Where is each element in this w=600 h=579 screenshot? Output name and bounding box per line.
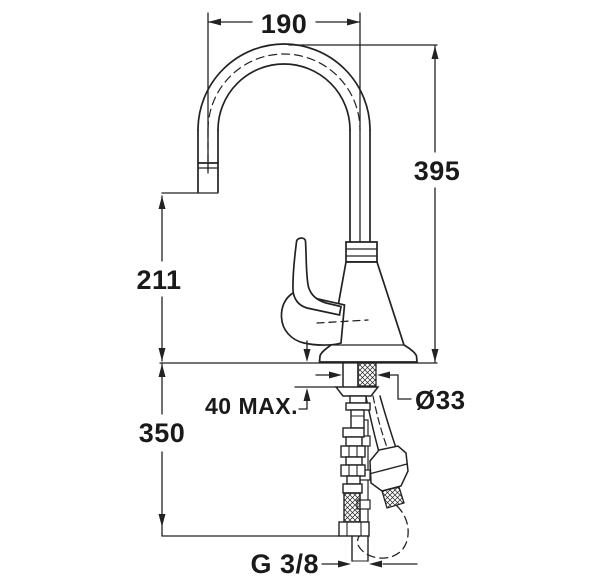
dimension-211 xyxy=(158,192,219,362)
mounting-flange xyxy=(334,386,380,397)
pullout-hose xyxy=(365,395,397,453)
arrowhead-left xyxy=(377,371,390,379)
dimension-40max xyxy=(294,340,337,410)
dimension-hole-diameter xyxy=(315,371,412,400)
spout-arch xyxy=(197,43,371,131)
riser-tube xyxy=(349,129,371,243)
label-max-deck-thickness: 40 MAX. xyxy=(205,393,298,419)
arrowhead-down xyxy=(158,348,166,361)
arrowhead-left xyxy=(369,560,382,568)
arrowhead-right xyxy=(329,371,342,379)
arrowhead-up xyxy=(303,388,311,401)
faucet-outline xyxy=(197,43,418,363)
arrowhead-up xyxy=(431,46,439,59)
hose-loop-dashed xyxy=(356,505,409,559)
label-outlet-height: 211 xyxy=(136,265,181,295)
arrowhead-up xyxy=(158,364,166,377)
dimension-annotations xyxy=(158,12,439,568)
arrowhead-left xyxy=(208,18,221,26)
riser-collar xyxy=(345,241,378,263)
connection-nut xyxy=(338,521,370,537)
arrowhead-down xyxy=(303,349,311,362)
label-supply-thread: G 3/8 xyxy=(250,549,319,579)
label-hose-drop: 350 xyxy=(139,418,186,448)
dimension-thread xyxy=(321,560,418,568)
braided-hose-section xyxy=(343,492,361,523)
arrowhead-down xyxy=(158,514,166,527)
mixer-body xyxy=(318,261,418,363)
handle-lever xyxy=(280,237,369,346)
dimension-190 xyxy=(207,12,361,243)
arrowhead-down xyxy=(431,349,439,362)
handle-hinge-axis xyxy=(316,319,369,324)
label-hole-diameter: Ø33 xyxy=(415,385,466,415)
dimension-labels: 190 395 211 350 40 MAX. Ø33 G 3/8 xyxy=(136,9,465,579)
g38-connector-tube xyxy=(351,535,369,562)
dimension-350 xyxy=(158,363,340,537)
hose-weight xyxy=(368,445,409,492)
hose-braided-stub xyxy=(381,486,405,509)
shank-thread-hatch xyxy=(357,362,377,387)
label-total-height: 395 xyxy=(414,156,461,186)
arrowhead-right xyxy=(338,560,351,568)
label-spout-reach: 190 xyxy=(261,9,308,39)
mounting-shank xyxy=(334,362,380,397)
arrowhead-right xyxy=(347,18,360,26)
below-deck-assembly xyxy=(334,362,409,562)
handle-blade xyxy=(292,237,342,317)
spout-centerline xyxy=(207,53,361,131)
arrowhead-up xyxy=(158,196,166,209)
supply-hose-stack xyxy=(338,395,371,562)
dimension-395 xyxy=(288,44,439,363)
